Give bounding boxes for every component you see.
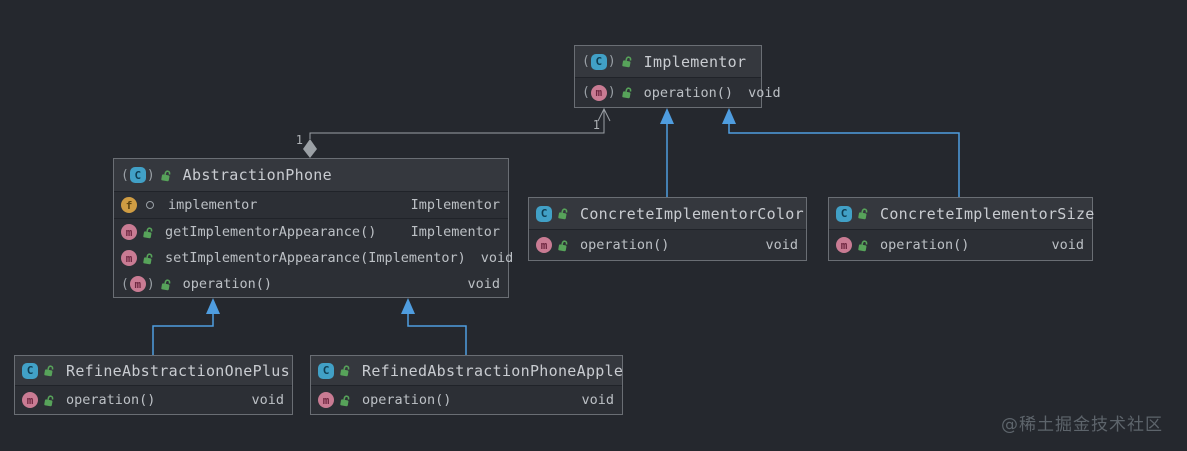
abstract-method-icon: ( m ) xyxy=(582,84,616,101)
method-icon: m xyxy=(22,392,38,408)
method-row[interactable]: m operation() void xyxy=(529,230,806,260)
public-lock-icon xyxy=(858,239,868,251)
public-lock-icon xyxy=(160,278,171,290)
method-row[interactable]: m operation() void xyxy=(15,386,292,414)
public-lock-icon xyxy=(621,87,632,99)
method-label: operation() xyxy=(580,237,670,253)
method-return-type: Implementor xyxy=(410,224,500,240)
class-node-abstraction-phone[interactable]: ( C ) AbstractionPhone f implementor Imp… xyxy=(113,158,513,298)
class-header: ( C ) AbstractionPhone xyxy=(114,159,508,192)
public-lock-icon xyxy=(340,394,350,406)
method-row[interactable]: m operation() void xyxy=(311,386,622,414)
abstract-method-icon: ( m ) xyxy=(121,276,155,292)
class-name: RefinedAbstractionPhoneApple xyxy=(362,361,624,380)
public-lock-icon xyxy=(44,365,54,377)
aggregation-edge-abstraction-implementor[interactable]: 1 1 xyxy=(296,107,611,158)
triangle-arrow-icon xyxy=(401,298,415,314)
method-return-type: void xyxy=(581,392,614,408)
class-name: ConcreteImplementorSize xyxy=(880,204,1095,223)
multiplicity-target-label: 1 xyxy=(593,118,600,132)
inheritance-edge-oneplus-abstraction[interactable] xyxy=(152,298,220,355)
method-return-type: void xyxy=(467,276,500,292)
inheritance-edge-apple-abstraction[interactable] xyxy=(401,298,467,355)
multiplicity-source-label: 1 xyxy=(296,133,303,147)
class-name: ConcreteImplementorColor xyxy=(580,204,804,223)
field-label: implementor xyxy=(168,197,258,213)
field-row[interactable]: f implementor Implementor xyxy=(114,192,508,219)
method-return-type: void xyxy=(765,237,798,253)
class-icon: C xyxy=(536,205,552,222)
class-header: C RefinedAbstractionPhoneApple xyxy=(311,356,624,386)
public-lock-icon xyxy=(558,208,568,220)
method-icon: m xyxy=(121,224,137,240)
open-arrow-icon xyxy=(597,107,611,122)
public-lock-icon xyxy=(44,394,54,406)
class-node-refine-abstraction-oneplus[interactable]: C RefineAbstractionOnePlus m operation()… xyxy=(14,355,293,415)
method-return-type: void xyxy=(480,250,514,266)
class-name: Implementor xyxy=(643,52,747,71)
field-icon: f xyxy=(121,197,137,213)
class-header: ( C ) Implementor xyxy=(575,46,761,78)
class-node-refined-abstraction-phone-apple[interactable]: C RefinedAbstractionPhoneApple m operati… xyxy=(310,355,623,415)
method-return-type: void xyxy=(1051,237,1084,253)
class-icon: C xyxy=(22,362,38,379)
public-lock-icon xyxy=(858,208,868,220)
method-row[interactable]: m setImplementorAppearance(Implementor) … xyxy=(114,245,513,271)
public-lock-icon xyxy=(621,56,632,68)
triangle-arrow-icon xyxy=(660,108,674,124)
class-header: C ConcreteImplementorSize xyxy=(829,198,1095,230)
triangle-arrow-icon xyxy=(722,108,736,124)
inheritance-edge-color-implementor[interactable] xyxy=(660,108,674,197)
public-lock-icon xyxy=(160,169,171,181)
public-lock-icon xyxy=(340,365,350,377)
method-icon: m xyxy=(318,392,334,408)
method-label: operation() xyxy=(880,237,970,253)
class-node-concrete-implementor-size[interactable]: C ConcreteImplementorSize m operation() … xyxy=(828,197,1095,261)
triangle-arrow-icon xyxy=(206,298,220,314)
field-type: Implementor xyxy=(410,197,500,213)
method-row[interactable]: m getImplementorAppearance() Implementor xyxy=(114,219,508,245)
class-header: C ConcreteImplementorColor xyxy=(529,198,806,230)
class-node-concrete-implementor-color[interactable]: C ConcreteImplementorColor m operation()… xyxy=(528,197,807,261)
class-name: RefineAbstractionOnePlus xyxy=(66,361,290,380)
aggregation-diamond-icon xyxy=(303,139,317,158)
method-label: operation() xyxy=(66,392,156,408)
method-label: operation() xyxy=(362,392,452,408)
method-return-type: void xyxy=(251,392,284,408)
watermark-text: @稀土掘金技术社区 xyxy=(1001,415,1163,435)
method-icon: m xyxy=(836,237,852,253)
method-row[interactable]: ( m ) operation() void xyxy=(114,271,508,297)
method-row[interactable]: m operation() void xyxy=(829,230,1092,260)
public-lock-icon xyxy=(558,239,568,251)
abstract-class-icon: ( C ) xyxy=(121,167,155,183)
inheritance-edge-size-implementor[interactable] xyxy=(722,108,960,197)
class-icon: C xyxy=(836,205,852,222)
visibility-circle-icon xyxy=(146,201,154,209)
method-return-type: void xyxy=(748,84,781,101)
class-name: AbstractionPhone xyxy=(182,166,332,184)
abstract-class-icon: ( C ) xyxy=(582,53,616,70)
method-icon: m xyxy=(536,237,552,253)
method-label: setImplementorAppearance(Implementor) xyxy=(165,250,466,266)
public-lock-icon xyxy=(143,226,153,238)
method-row[interactable]: ( m ) operation() void xyxy=(575,78,781,107)
method-label: operation() xyxy=(643,84,734,101)
method-label: getImplementorAppearance() xyxy=(165,224,377,240)
method-icon: m xyxy=(121,250,137,266)
class-icon: C xyxy=(318,362,334,379)
public-lock-icon xyxy=(143,252,153,264)
class-header: C RefineAbstractionOnePlus xyxy=(15,356,292,386)
class-node-implementor[interactable]: ( C ) Implementor ( m ) operation() void xyxy=(574,45,781,108)
method-label: operation() xyxy=(182,276,273,292)
